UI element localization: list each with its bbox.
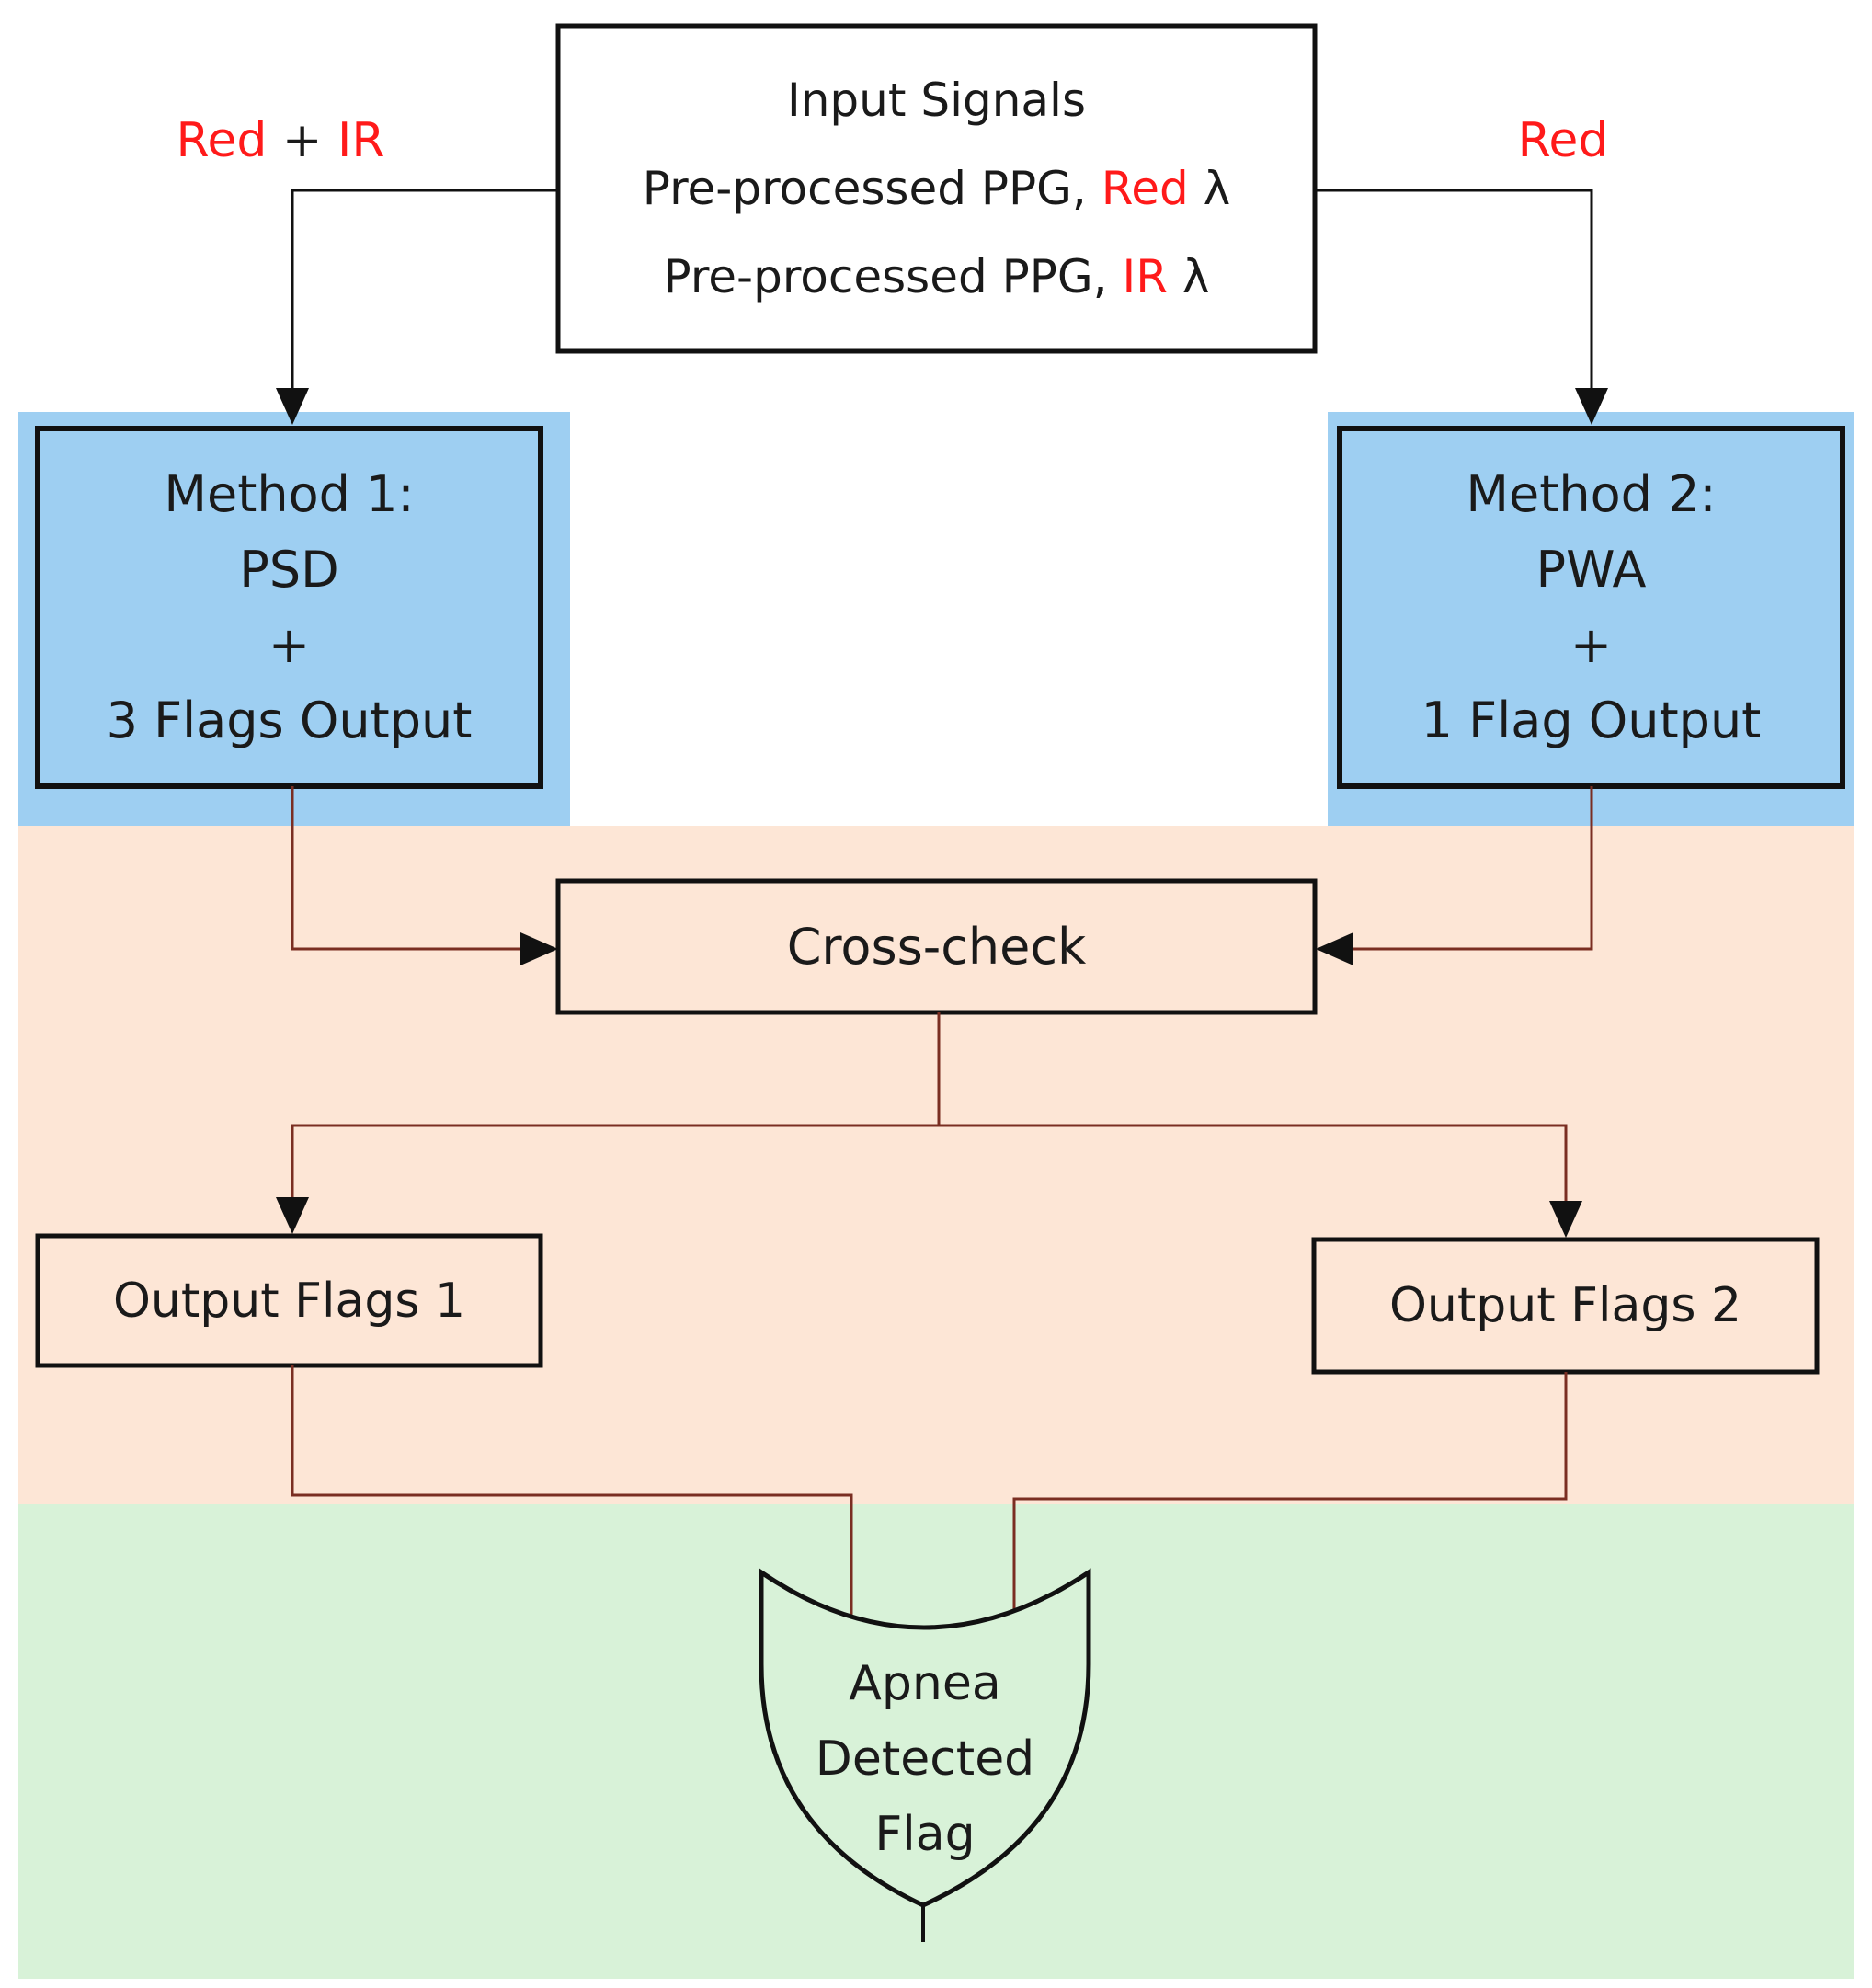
input-signals-text: Input Signals Pre-processed PPG, Red λ P… [558, 37, 1315, 340]
connector-method2-crosscheck [1350, 786, 1593, 951]
method1-output: 3 Flags Output [106, 691, 473, 749]
input-line-ir: Pre-processed PPG, IR λ [663, 250, 1210, 303]
output-flags-1-box [35, 1233, 543, 1368]
method2-name: PWA [1535, 540, 1647, 599]
apnea-line3: Flag [874, 1807, 976, 1862]
apnea-line1: Apnea [849, 1656, 1001, 1711]
connector-input-method2 [1315, 189, 1593, 419]
input-signals-box [555, 23, 1318, 354]
input-title: Input Signals [787, 74, 1086, 127]
method1-box [35, 426, 543, 789]
connector-method1-crosscheck [291, 786, 524, 951]
method2-title: Method 2: [1466, 464, 1717, 523]
edge-label-red: Red [176, 113, 268, 168]
output-flags-1-label: Output Flags 1 [112, 1273, 466, 1329]
cross-check-box [555, 878, 1318, 1015]
method1-plus: + [268, 615, 311, 674]
apnea-gate-shape [759, 1568, 1091, 1908]
method2-text: Method 2: PWA + 1 Flag Output [1340, 428, 1843, 786]
connector-to-output1 [291, 1124, 939, 1200]
output-flags-2-label: Output Flags 2 [1388, 1278, 1742, 1333]
arrowhead-output2 [1549, 1201, 1582, 1238]
method1-name: PSD [239, 540, 339, 599]
arrowhead-method1 [276, 388, 309, 425]
method1-text: Method 1: PSD + 3 Flags Output [38, 428, 541, 786]
method1-title: Method 1: [164, 464, 415, 523]
arrowhead-crosscheck-left [520, 932, 558, 965]
cross-check-label: Cross-check [786, 918, 1087, 976]
apnea-detected-text: Apnea Detected Flag [761, 1635, 1089, 1883]
apnea-line2: Detected [815, 1731, 1035, 1787]
edge-label-red-ir: Red + IR [166, 109, 395, 173]
arrowhead-crosscheck-right [1316, 932, 1353, 965]
edge-label-right-red: Red [1517, 113, 1609, 168]
input-line-red: Pre-processed PPG, Red λ [642, 162, 1231, 215]
method2-output: 1 Flag Output [1421, 691, 1762, 749]
connector-output1-gate [291, 1365, 853, 1623]
arrowhead-output1 [276, 1197, 309, 1234]
method2-plus: + [1570, 615, 1613, 674]
connector-output2-gate [1012, 1372, 1568, 1616]
method2-box [1337, 426, 1845, 789]
connector-to-output2 [939, 1124, 1568, 1204]
arrowhead-method2 [1575, 388, 1608, 425]
edge-label-ir: IR [337, 113, 385, 168]
connector-input-method1 [291, 189, 558, 419]
edge-label-right: Red [1490, 109, 1637, 173]
edge-label-plus: + [267, 113, 337, 168]
